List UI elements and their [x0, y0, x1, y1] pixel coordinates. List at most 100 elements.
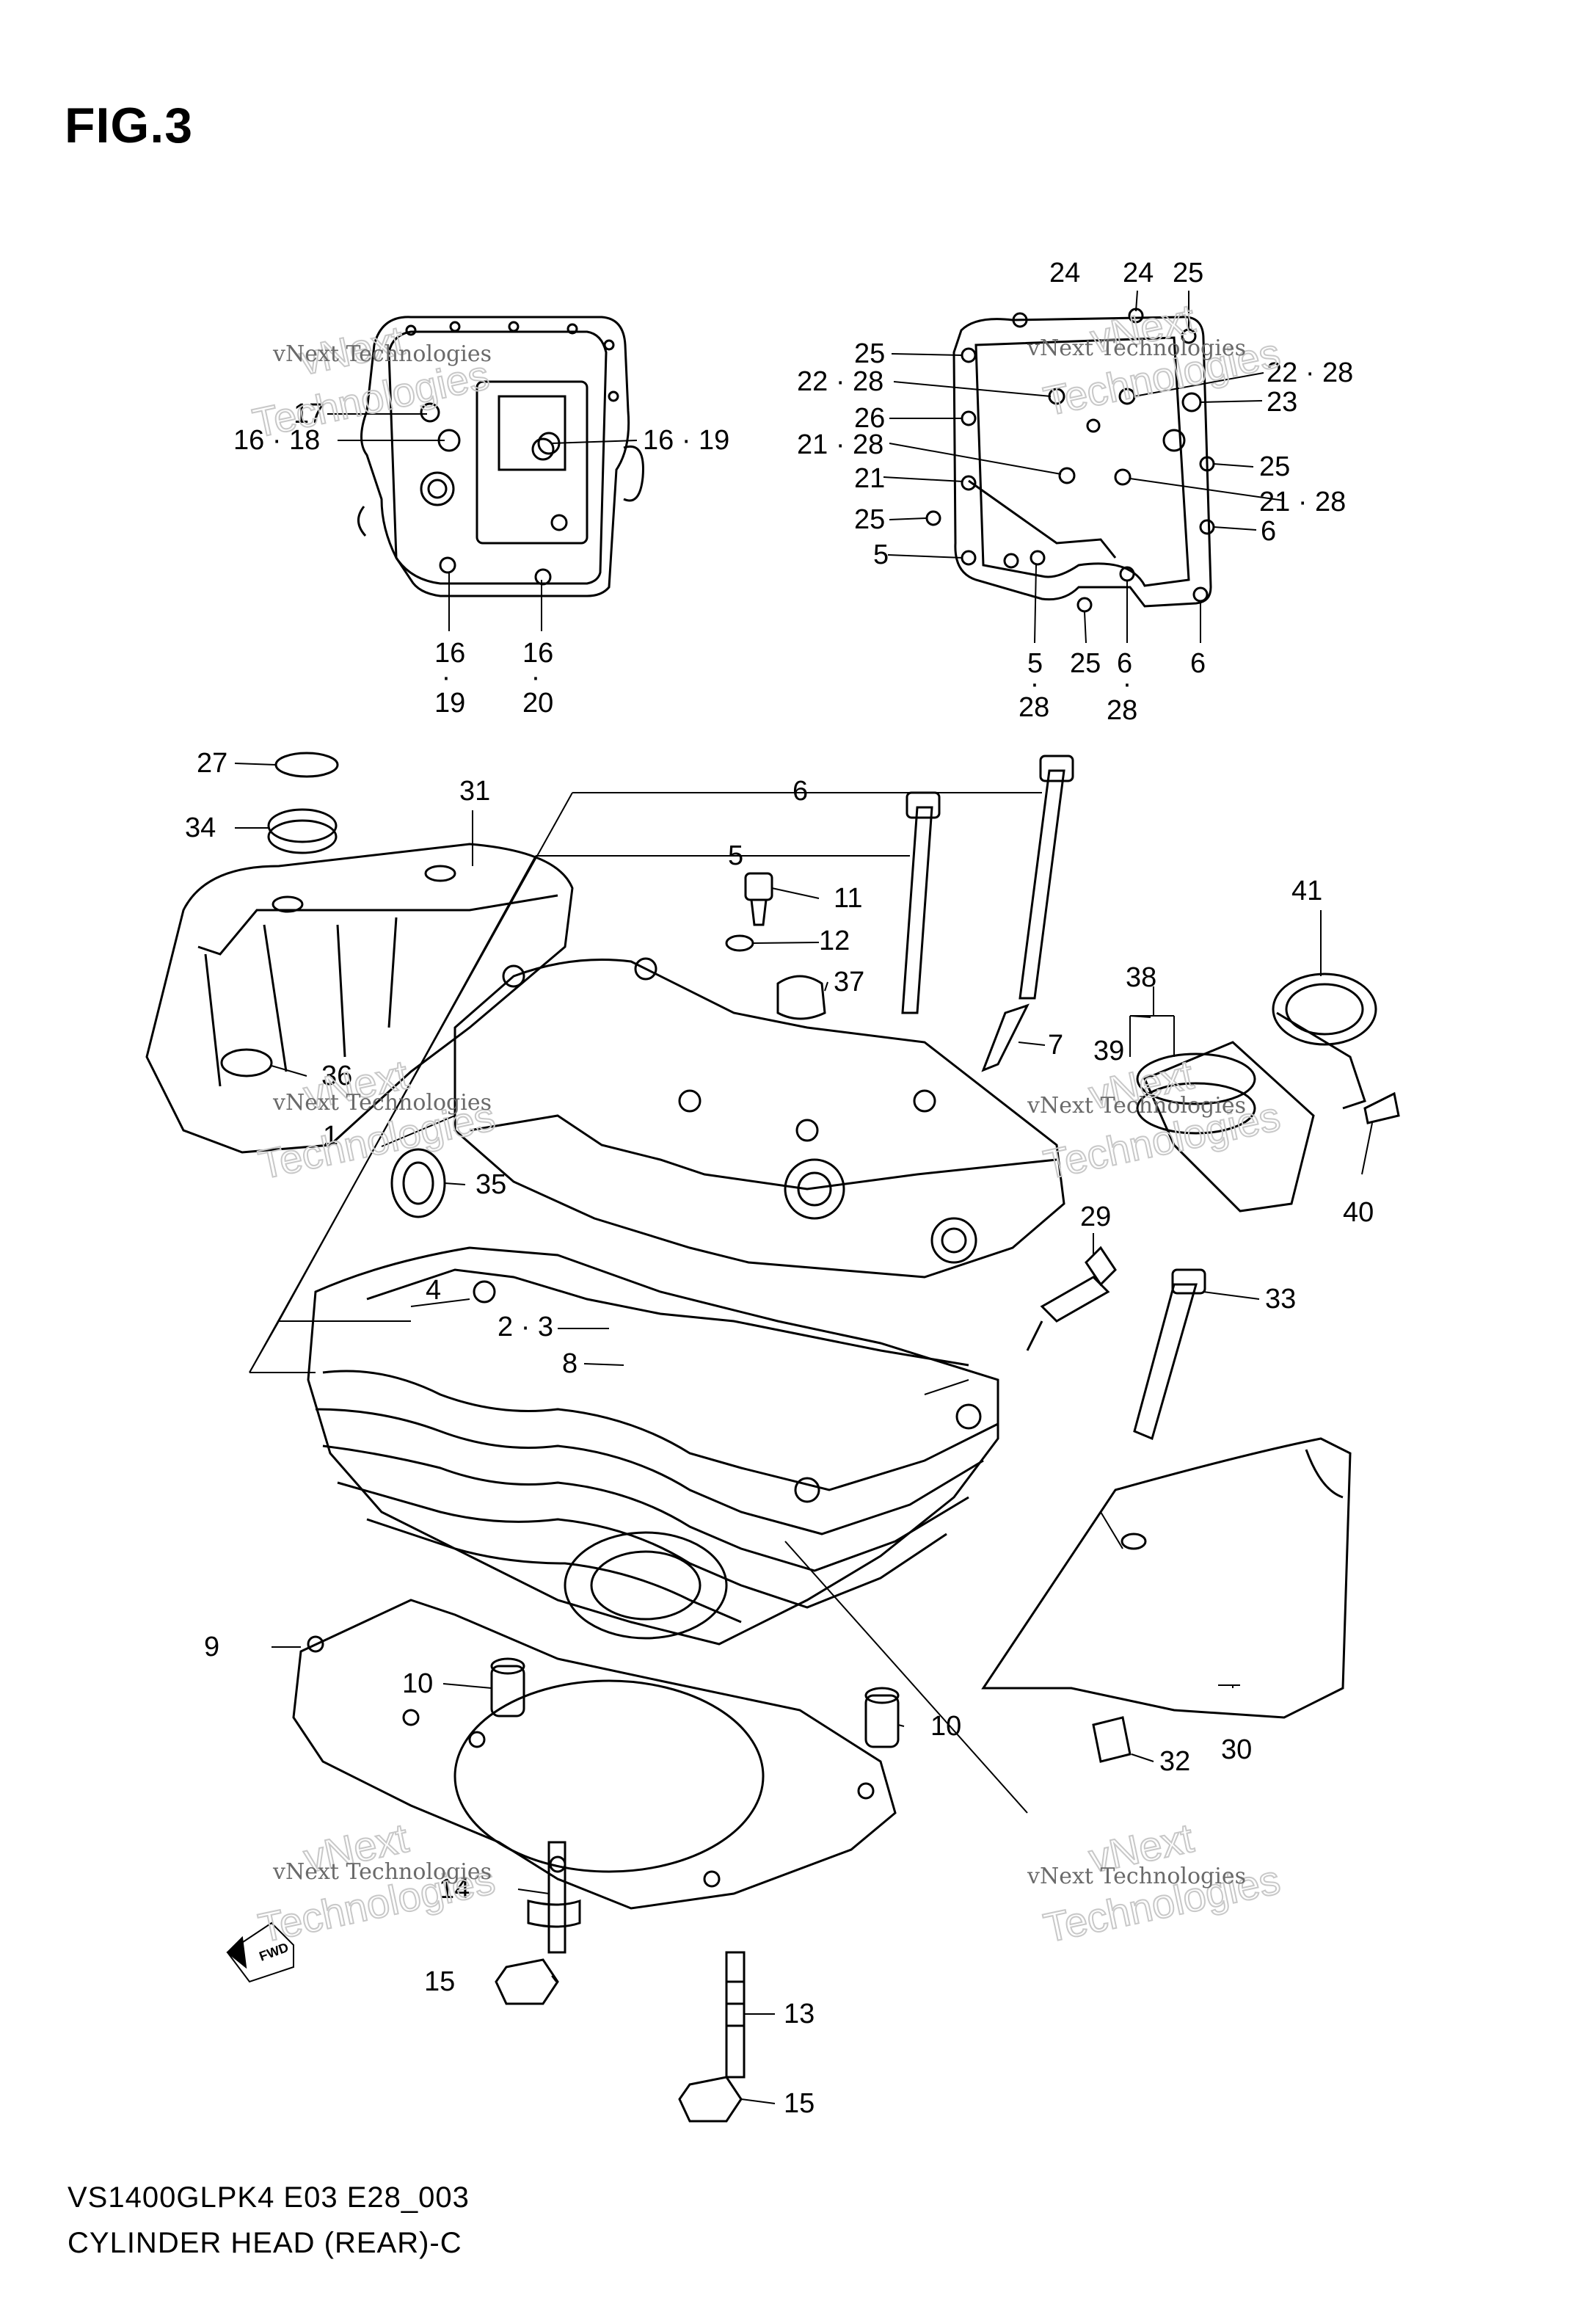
- diagram-caption: CYLINDER HEAD (REAR)-C: [68, 2227, 462, 2259]
- callout-25a: 25: [1173, 258, 1203, 288]
- stud-14: [547, 1841, 566, 1954]
- figure-title: FIG.3: [65, 98, 194, 153]
- callout-13: 13: [784, 1999, 815, 2029]
- callout-38: 38: [1126, 962, 1156, 993]
- callout-40: 40: [1343, 1197, 1374, 1228]
- callout-2-3: 2 · 3: [498, 1312, 553, 1342]
- callout-25b: 25: [854, 338, 885, 369]
- callout-25c: 25: [1259, 451, 1290, 482]
- callout-4: 4: [426, 1275, 441, 1306]
- callout-10b: 10: [930, 1711, 961, 1742]
- callout-21-28b: 21 · 28: [1259, 487, 1346, 517]
- stud-13: [725, 1951, 746, 2079]
- bolt-5: [901, 806, 933, 1014]
- cap-37: [776, 975, 826, 1020]
- bolt-6: [1019, 769, 1065, 1000]
- dot-sep-c: ·: [1030, 669, 1040, 699]
- watermark-1: vNext Technologies: [272, 341, 492, 367]
- washer-12: [725, 934, 754, 952]
- callout-22-28b: 22 · 28: [1267, 357, 1353, 388]
- callout-16-19: 16 · 19: [643, 425, 729, 456]
- callout-21: 21: [854, 463, 885, 494]
- callout-labels: 17 16 · 18 16 · 19 16 · 19 16 · 20 24 24…: [185, 258, 1374, 2119]
- dowel-10b: [864, 1694, 900, 1748]
- callout-16a: 16: [434, 638, 465, 669]
- callout-33: 33: [1265, 1284, 1296, 1315]
- dowel-10a: [490, 1665, 525, 1717]
- callout-17: 17: [294, 399, 324, 429]
- callout-32: 32: [1159, 1746, 1190, 1777]
- callout-9: 9: [204, 1632, 219, 1662]
- callout-24a: 24: [1049, 258, 1080, 288]
- pin-7: [981, 1003, 1030, 1072]
- fwd-arrow: [226, 1922, 294, 1983]
- callout-15a: 15: [424, 1966, 455, 1997]
- bolt-33: [1133, 1283, 1198, 1441]
- callout-19: 19: [434, 688, 465, 719]
- cap-34: [267, 808, 338, 843]
- cylinder-head: [307, 1246, 999, 1646]
- dot-sep-b: ·: [531, 662, 541, 693]
- main-assembly: [145, 752, 1400, 2123]
- callout-12: 12: [819, 926, 850, 956]
- callout-10a: 10: [402, 1668, 433, 1699]
- watermark-4: vNext Technologies: [1027, 1093, 1246, 1119]
- callout-16b: 16: [522, 638, 553, 669]
- nut-15b: [678, 2076, 743, 2123]
- callout-15b: 15: [784, 2088, 815, 2119]
- callout-1: 1: [323, 1121, 338, 1152]
- dot-sep-a: ·: [442, 662, 451, 693]
- leader-lines: [234, 290, 1373, 2104]
- model-code: VS1400GLPK4 E03 E28_003: [68, 2181, 470, 2214]
- callout-25e: 25: [1070, 648, 1101, 679]
- callout-29: 29: [1080, 1202, 1111, 1232]
- callout-14: 14: [439, 1874, 470, 1905]
- nut-15a: [495, 1958, 559, 2005]
- bolt-11: [744, 872, 773, 901]
- callout-5: 5: [728, 840, 743, 871]
- cap-32: [1092, 1716, 1132, 1763]
- callout-20: 20: [522, 688, 553, 719]
- gasket-9: [292, 1599, 897, 1910]
- callout-27: 27: [197, 748, 227, 779]
- grommet-36: [220, 1048, 273, 1077]
- callout-16-18: 16 · 18: [233, 425, 320, 456]
- callout-35: 35: [475, 1169, 506, 1200]
- callout-34: 34: [185, 813, 216, 843]
- callout-6a: 6: [1261, 516, 1276, 547]
- watermark-3: vNext Technologies: [272, 1090, 492, 1116]
- callout-8: 8: [562, 1348, 577, 1379]
- watermark-2: vNext Technologies: [1027, 335, 1246, 361]
- callout-21-28a: 21 · 28: [797, 429, 883, 460]
- spark-plug-29: [1040, 1276, 1110, 1323]
- callout-7: 7: [1048, 1030, 1063, 1061]
- callout-22-28a: 22 · 28: [797, 366, 883, 397]
- callout-26: 26: [854, 403, 885, 434]
- callout-5a: 5: [873, 539, 889, 570]
- callout-5b: 5: [1027, 648, 1043, 679]
- callout-28b: 28: [1107, 695, 1137, 726]
- callout-39: 39: [1093, 1036, 1124, 1066]
- head-cover-31: [145, 843, 574, 1154]
- callout-36: 36: [321, 1061, 352, 1091]
- callout-6b: 6: [1117, 648, 1132, 679]
- intake-pipe-38: [1143, 1041, 1315, 1213]
- watermark-6: vNext Technologies: [1027, 1864, 1246, 1889]
- callout-24b: 24: [1123, 258, 1154, 288]
- screw-40: [1363, 1091, 1400, 1124]
- clamp-41: [1272, 973, 1377, 1046]
- callout-25d: 25: [854, 504, 885, 535]
- callout-41: 41: [1291, 876, 1322, 906]
- callout-28a: 28: [1019, 692, 1049, 723]
- dot-sep-d: ·: [1123, 669, 1132, 699]
- callout-37: 37: [834, 967, 864, 997]
- plug-35: [390, 1148, 446, 1218]
- head-cover-30: [981, 1437, 1352, 1719]
- callout-11: 11: [834, 883, 862, 914]
- callout-23: 23: [1267, 387, 1297, 418]
- inset-head-top-view: [357, 316, 644, 597]
- cam-housing: [453, 959, 1065, 1279]
- callout-6: 6: [792, 776, 808, 807]
